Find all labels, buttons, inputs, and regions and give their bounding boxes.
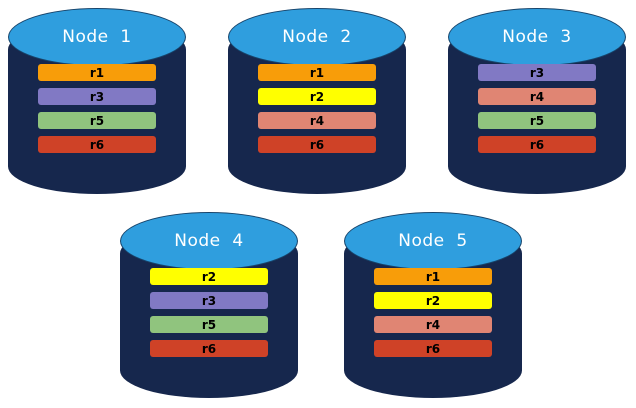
replica-bar[interactable]: r5: [38, 112, 156, 129]
replica-bar[interactable]: r3: [150, 292, 268, 309]
replica-bar[interactable]: r2: [258, 88, 376, 105]
replica-list: r2 r3 r5 r6: [150, 268, 268, 357]
database-node-2[interactable]: Node 2 r1 r2 r4 r6: [228, 8, 406, 194]
replica-list: r1 r2 r4 r6: [258, 64, 376, 153]
replica-bar[interactable]: r1: [374, 268, 492, 285]
node-label: Node 5: [398, 231, 468, 251]
database-node-5[interactable]: Node 5 r1 r2 r4 r6: [344, 212, 522, 398]
node-label: Node 1: [62, 27, 132, 47]
replica-bar[interactable]: r2: [150, 268, 268, 285]
replica-bar[interactable]: r3: [478, 64, 596, 81]
replica-bar[interactable]: r1: [258, 64, 376, 81]
replica-list: r3 r4 r5 r6: [478, 64, 596, 153]
node-cylinder-top: [344, 212, 522, 270]
database-node-1[interactable]: Node 1 r1 r3 r5 r6: [8, 8, 186, 194]
replica-bar[interactable]: r6: [150, 340, 268, 357]
node-label: Node 4: [174, 231, 244, 251]
replica-bar[interactable]: r6: [38, 136, 156, 153]
replica-bar[interactable]: r4: [374, 316, 492, 333]
replica-bar[interactable]: r6: [374, 340, 492, 357]
replica-bar[interactable]: r3: [38, 88, 156, 105]
replica-bar[interactable]: r6: [258, 136, 376, 153]
node-cylinder-top: [8, 8, 186, 66]
node-label: Node 2: [282, 27, 352, 47]
database-node-3[interactable]: Node 3 r3 r4 r5 r6: [448, 8, 626, 194]
node-label: Node 3: [502, 27, 572, 47]
replica-bar[interactable]: r1: [38, 64, 156, 81]
replica-list: r1 r2 r4 r6: [374, 268, 492, 357]
replica-bar[interactable]: r2: [374, 292, 492, 309]
replica-bar[interactable]: r5: [150, 316, 268, 333]
database-node-4[interactable]: Node 4 r2 r3 r5 r6: [120, 212, 298, 398]
replica-list: r1 r3 r5 r6: [38, 64, 156, 153]
replica-bar[interactable]: r4: [478, 88, 596, 105]
replica-bar[interactable]: r6: [478, 136, 596, 153]
node-cylinder-top: [228, 8, 406, 66]
replica-bar[interactable]: r5: [478, 112, 596, 129]
replica-bar[interactable]: r4: [258, 112, 376, 129]
